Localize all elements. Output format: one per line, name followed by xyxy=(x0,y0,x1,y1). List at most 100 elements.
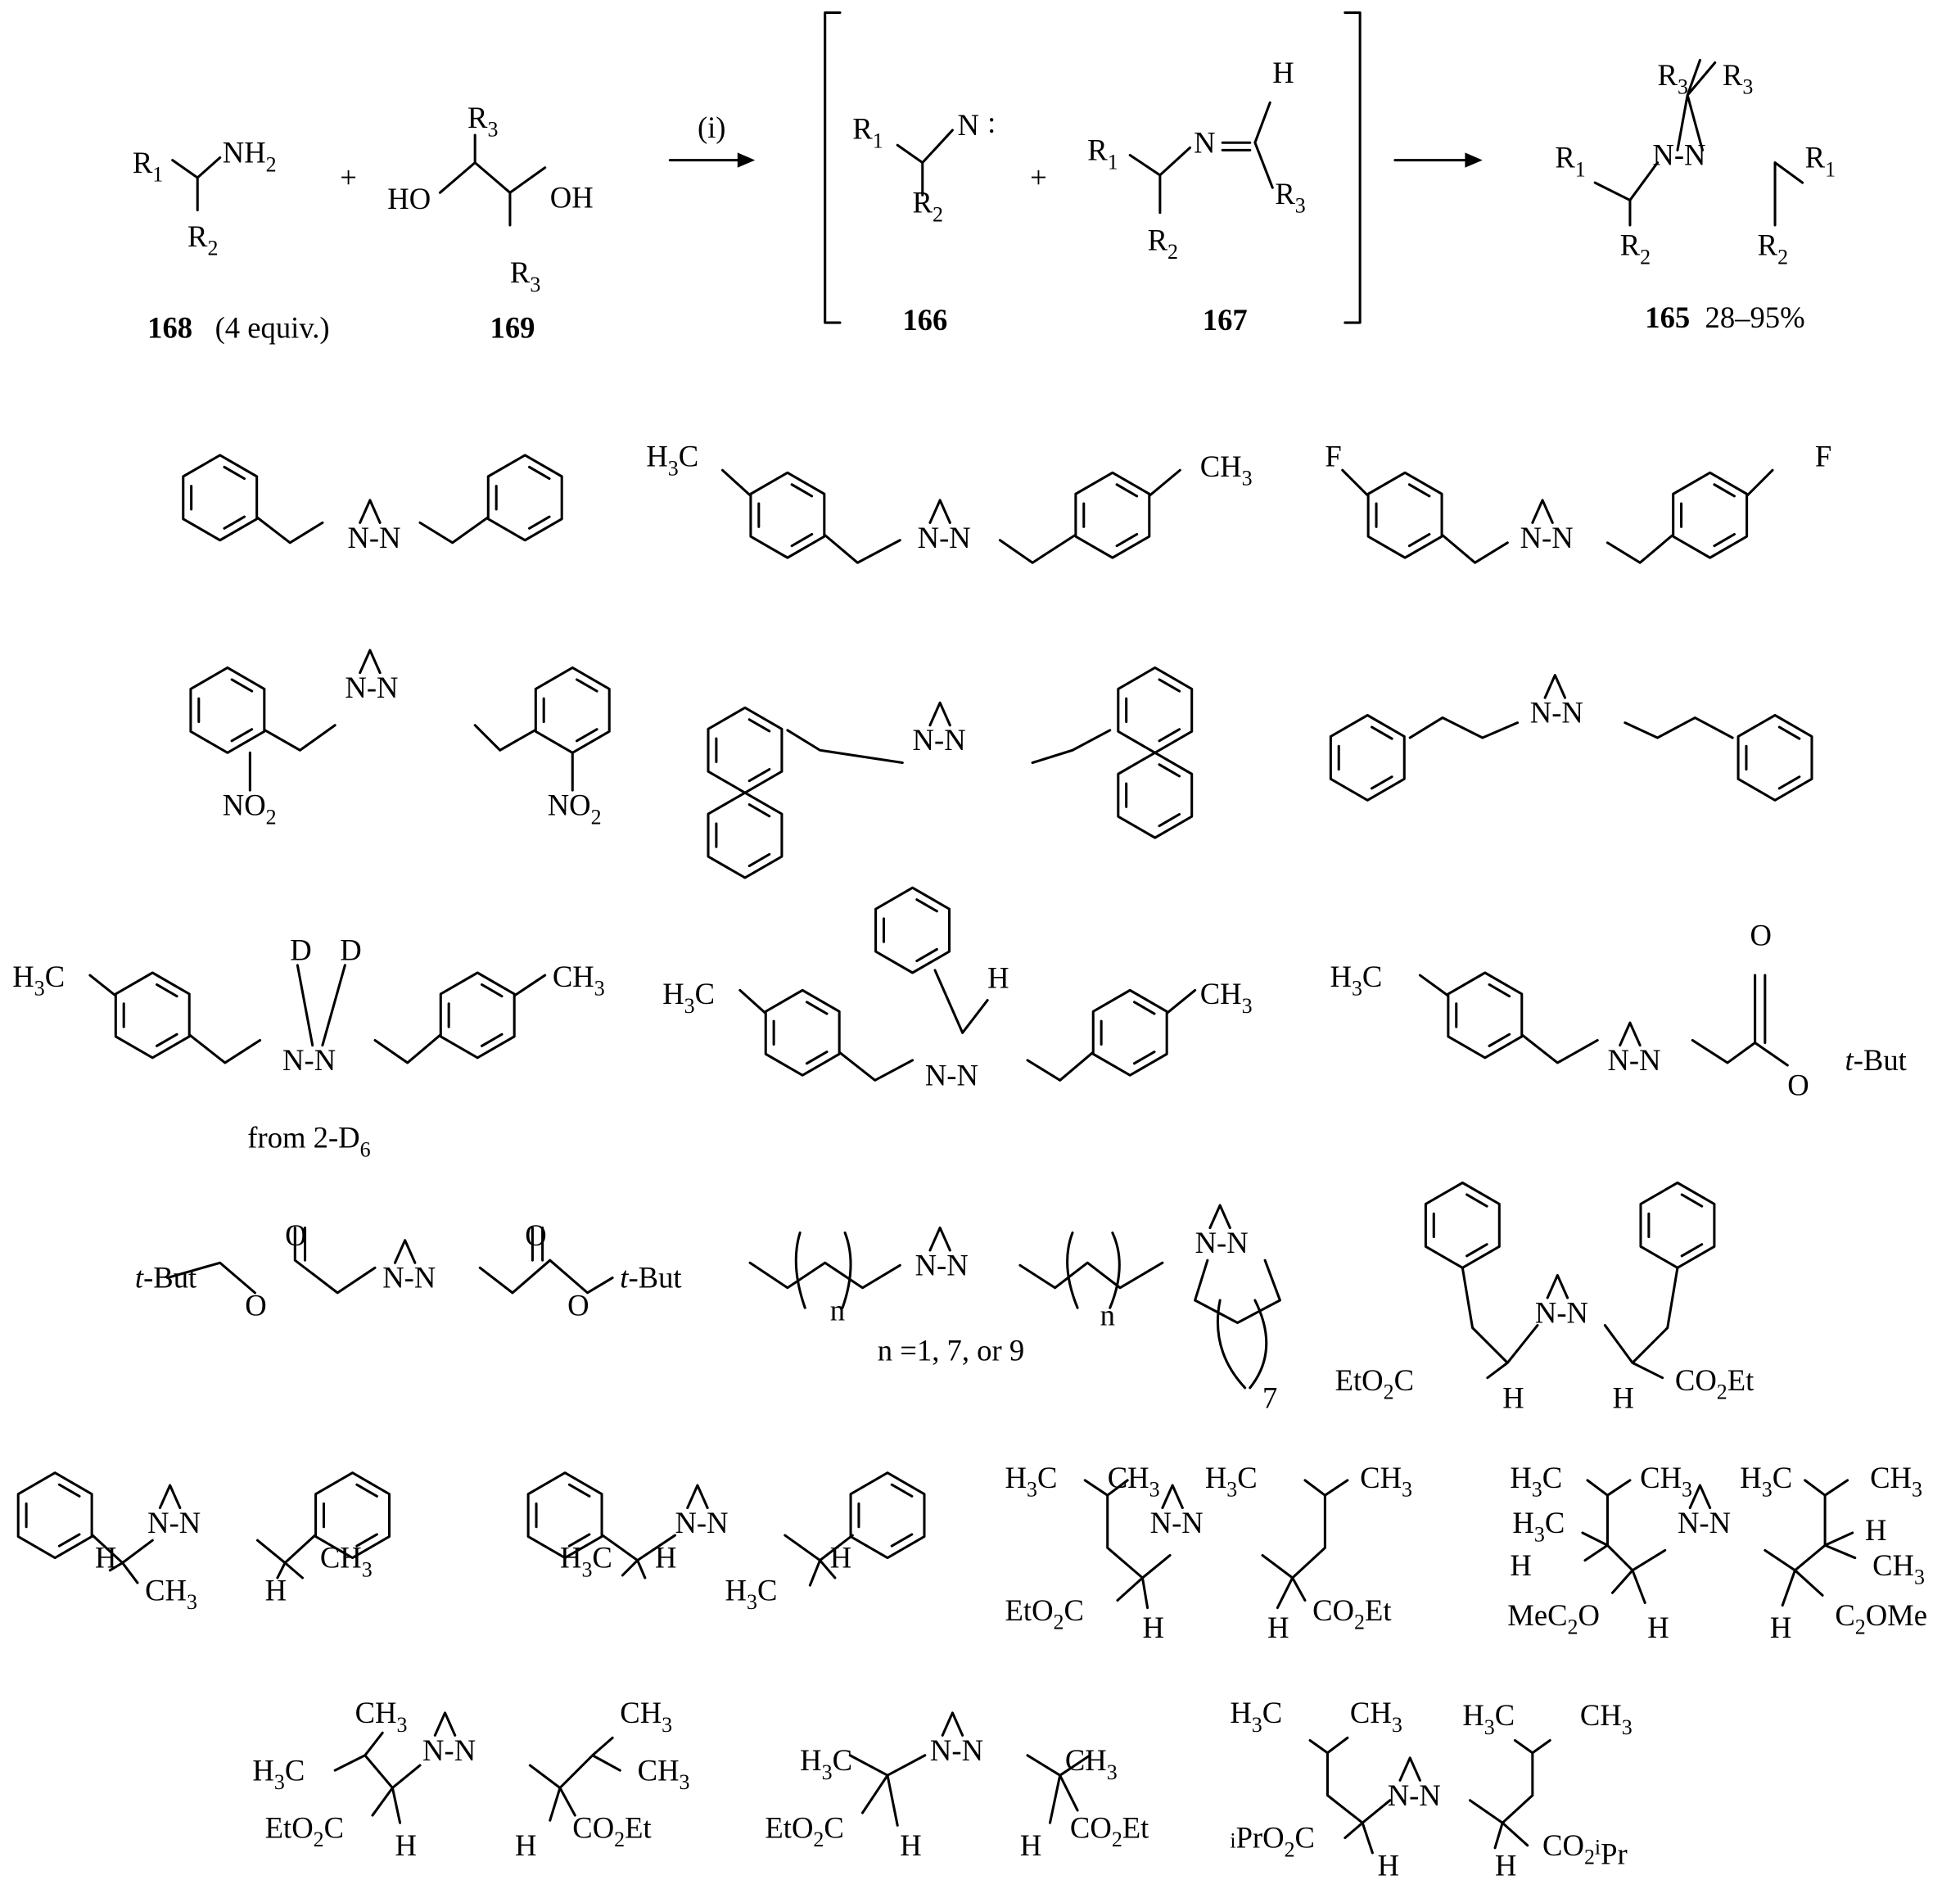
atom-label: iPrO2C xyxy=(1230,1821,1315,1862)
atom-label: H3C xyxy=(1205,1461,1258,1502)
atom-label: (i) xyxy=(698,111,726,144)
atom-label: CH3 xyxy=(1350,1696,1402,1737)
atom-label: R1 xyxy=(852,112,883,153)
atom-label: R2 xyxy=(1758,228,1788,269)
atom-label: O xyxy=(525,1218,546,1252)
atom-label: N-N xyxy=(422,1733,476,1767)
atom-label: CH3 xyxy=(1580,1698,1633,1739)
atom-label: CH3 xyxy=(1108,1461,1160,1502)
atom-label: H3C xyxy=(560,1541,612,1582)
atom-label: R2 xyxy=(1148,224,1178,264)
atom-label: F xyxy=(1325,440,1341,473)
atom-label: R3 xyxy=(467,101,498,142)
atom-label: EtO2C xyxy=(1005,1593,1084,1634)
atom-label: CH3 xyxy=(620,1696,672,1737)
atom-label: R2 xyxy=(1620,228,1651,269)
atom-label: N-N xyxy=(918,521,971,554)
atom-label: H xyxy=(1647,1611,1669,1644)
atom-label: H3C xyxy=(725,1573,778,1614)
atom-label: N-N xyxy=(347,521,400,554)
atom-label: H xyxy=(515,1828,536,1862)
atom-label: O xyxy=(1750,918,1772,951)
atom-label: N-N xyxy=(1530,696,1583,730)
atom-label: H xyxy=(900,1828,921,1862)
atom-label: N-N xyxy=(345,671,398,704)
atom-label: CH3 xyxy=(320,1541,373,1582)
arrowhead-icon xyxy=(1465,152,1483,168)
bracket-left xyxy=(824,11,842,324)
atom-label: N-N xyxy=(1520,521,1574,554)
atom-label: MeC2O xyxy=(1507,1598,1600,1639)
atom-label: N-N xyxy=(282,1043,336,1077)
atom-label: NO2 xyxy=(223,789,277,829)
bond-layer xyxy=(171,11,1804,324)
atom-label: R3 xyxy=(510,255,540,296)
compound-label: 169 xyxy=(490,310,535,344)
atom-label: NH2 xyxy=(223,136,277,177)
bracket-right xyxy=(1344,11,1362,324)
atom-label: H xyxy=(1142,1611,1163,1644)
atom-label: H xyxy=(1613,1381,1634,1414)
atom-label: N-N xyxy=(675,1506,728,1539)
atom-label: CH3 xyxy=(1640,1461,1692,1502)
atom-label: H3C xyxy=(662,977,715,1018)
atom-label: H xyxy=(830,1541,851,1575)
atom-label: D xyxy=(340,933,361,967)
atom-label: H xyxy=(1495,1848,1516,1882)
atom-label: H xyxy=(265,1573,287,1607)
atom-label: EtO2C xyxy=(265,1811,344,1852)
atom-label: t-But xyxy=(1845,1043,1907,1077)
atom-label: O xyxy=(285,1218,306,1252)
atom-label: H3C xyxy=(1740,1461,1792,1502)
atom-label: t-But xyxy=(620,1261,681,1295)
atom-label: + xyxy=(340,160,357,194)
atom-label: N-N xyxy=(1607,1043,1660,1077)
atom-label: R3 xyxy=(1275,177,1305,218)
structure-layer xyxy=(16,454,1857,1855)
atom-label: H3C xyxy=(1512,1506,1565,1547)
atom-label: R2 xyxy=(187,219,218,260)
atom-label: H3C xyxy=(1510,1461,1562,1502)
atom-label: CH3 xyxy=(1872,1548,1925,1589)
atom-label: N xyxy=(1194,125,1215,159)
atom-label: H3C xyxy=(12,960,65,1001)
atom-label: from 2-D6 xyxy=(247,1121,370,1162)
atom-label: CH3 xyxy=(145,1573,197,1614)
atom-label: C2OMe xyxy=(1835,1598,1927,1639)
atom-label: H3C xyxy=(1462,1698,1515,1739)
atom-label: CO2Et xyxy=(1675,1363,1754,1404)
atom-label: H3C xyxy=(1230,1696,1282,1737)
atom-label: H xyxy=(1272,56,1294,89)
atom-label: n xyxy=(830,1293,845,1326)
atom-label: R3 xyxy=(1658,58,1688,99)
atom-label: N xyxy=(958,108,979,142)
atom-label: D xyxy=(290,933,311,967)
atom-label: N-N xyxy=(1678,1506,1731,1539)
atom-label: H xyxy=(655,1541,676,1575)
atom-label: H xyxy=(1020,1828,1041,1862)
atom-label: N-N xyxy=(915,1248,969,1281)
atom-label: N-N xyxy=(925,1058,978,1091)
atom-label: + xyxy=(1030,160,1047,194)
atom-label: : xyxy=(987,106,996,139)
arrowhead-icon xyxy=(737,152,756,168)
compound-label: 165 xyxy=(1645,301,1690,334)
atom-label: CO2Et xyxy=(1312,1593,1391,1634)
atom-label: CO2Et xyxy=(572,1811,651,1852)
atom-label: n xyxy=(1100,1299,1115,1332)
atom-label: CH3 xyxy=(1065,1743,1118,1784)
compound-label: 28–95% xyxy=(1705,301,1805,334)
compound-label: 166 xyxy=(902,303,947,337)
atom-label: N-N xyxy=(1652,138,1705,172)
atom-label: H xyxy=(1267,1611,1289,1644)
atom-label: CH3 xyxy=(1200,977,1253,1018)
atom-label: CH3 xyxy=(1360,1461,1412,1502)
compound-label: 168 xyxy=(147,310,192,344)
atom-label: CH3 xyxy=(553,960,605,1001)
atom-label: CH3 xyxy=(638,1753,690,1794)
atom-label: H3C xyxy=(646,440,698,481)
atom-label: N-N xyxy=(913,723,966,757)
atom-label: H3C xyxy=(800,1743,852,1784)
